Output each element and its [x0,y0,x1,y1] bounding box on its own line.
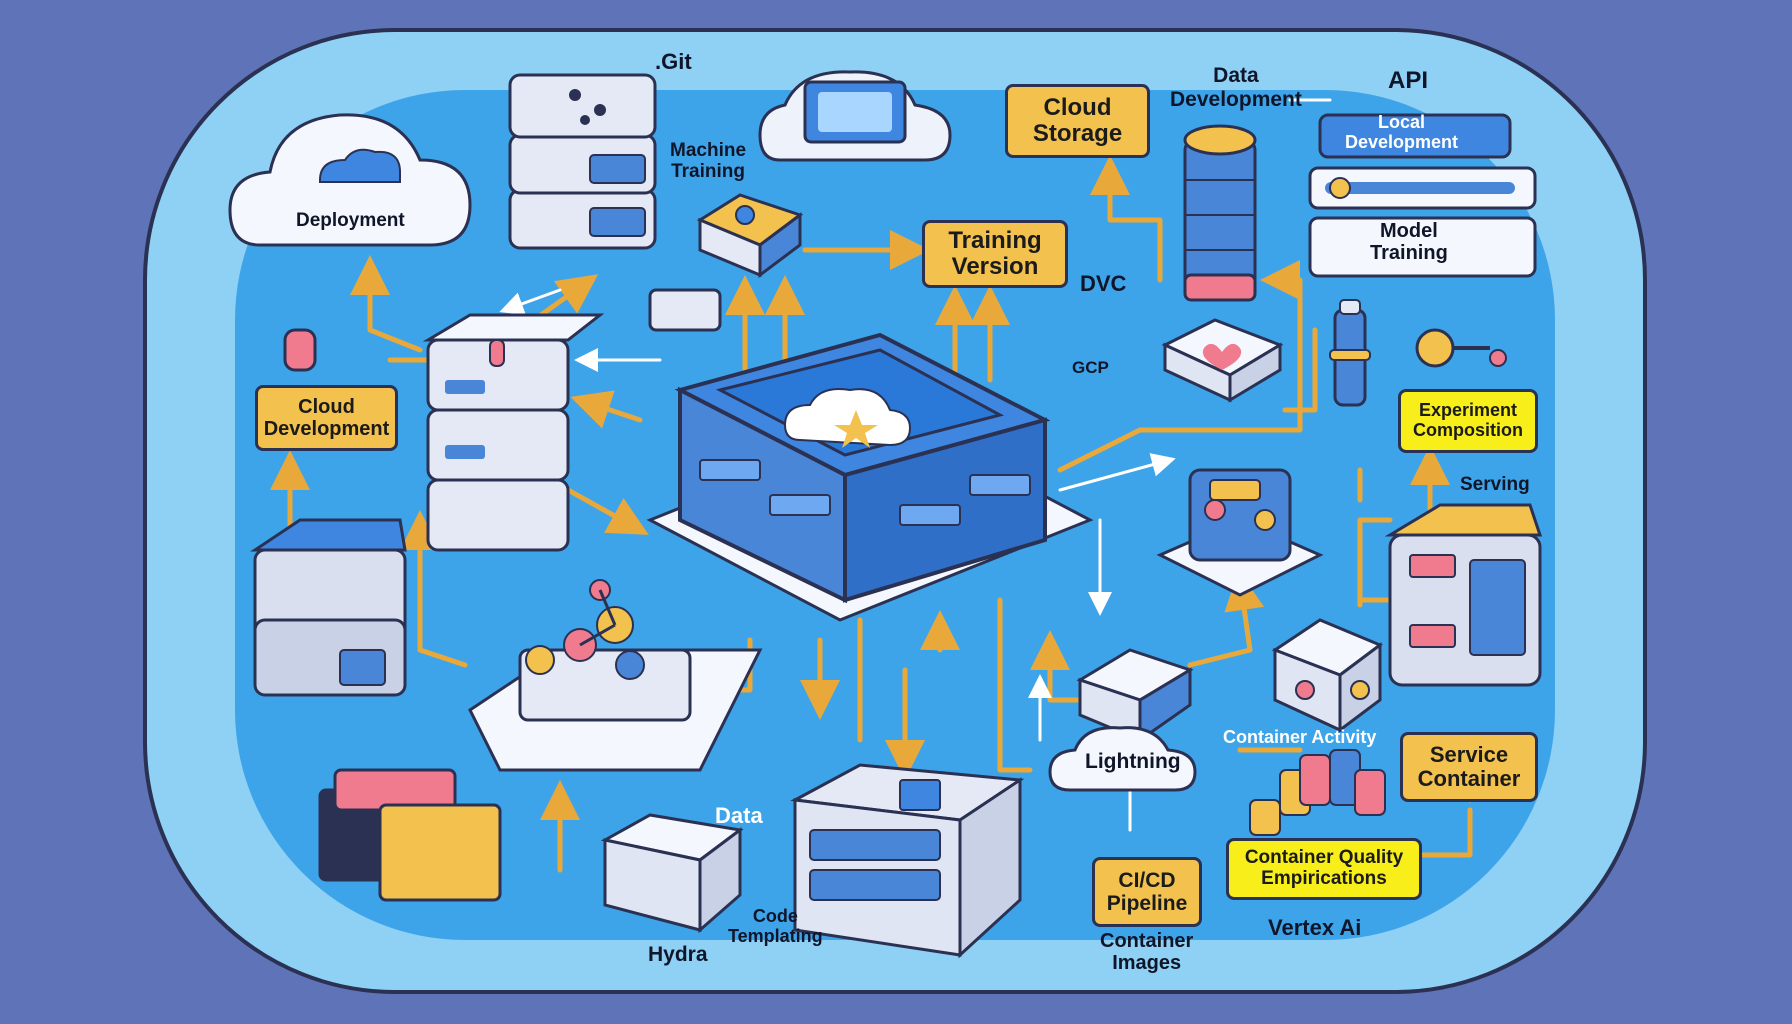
label-lightning: Lightning [1085,750,1181,773]
label-training-version: Training Version [922,220,1068,288]
label-experiment-composition: Experiment Composition [1398,389,1538,453]
bottom-server [790,763,1025,959]
deployment-cloud [228,113,472,247]
pill-icon [283,328,317,372]
label-code-templating: Code Templating [728,906,823,947]
barrels-cluster [1249,749,1386,836]
label-model-training: Model Training [1370,220,1448,265]
label-gcp: GCP [1072,358,1109,377]
right-ui-panels [1308,113,1537,278]
cloud-device [758,70,952,162]
lightning-cloud [1048,726,1197,792]
label-serving: Serving [1460,474,1530,495]
label-container-activity: Container Activity [1223,727,1377,747]
git-server-stack [508,73,657,250]
container-cube [1271,618,1383,733]
label-container-quality: Container Quality Empirications [1226,838,1422,900]
central-hub [646,332,1094,622]
label-hydra: Hydra [648,943,708,966]
label-data: Data [715,803,763,828]
heart-box [1161,318,1284,403]
label-dvc: DVC [1080,271,1127,296]
label-cicd-pipeline: CI/CD Pipeline [1092,857,1202,927]
connector-plug [1329,299,1371,407]
label-cloud-development: Cloud Development [255,385,398,451]
lower-left-cube [250,518,407,697]
label-cloud-storage: Cloud Storage [1005,84,1150,158]
label-machine-training: Machine Training [670,140,747,183]
small-display-icon [648,288,722,332]
bug-device [1156,468,1324,597]
label-local-development: Local Development [1345,112,1459,153]
label-service-container: Service Container [1400,732,1538,802]
label-api: API [1388,67,1429,94]
label-git: .Git [655,49,692,74]
molecule-tray [468,579,763,772]
machine-training-device [696,193,804,278]
white-connectors [499,98,1332,832]
left-server-tower [422,313,605,552]
label-deployment: Deployment [296,210,405,231]
label-data-development: Data Development [1170,64,1302,111]
colorful-boxes [318,768,502,902]
hydra-box [600,813,744,934]
serving-rack [1384,503,1543,687]
key-icon [1415,328,1507,368]
label-container-images: Container Images [1100,930,1194,975]
data-development-cylinder [1183,124,1257,302]
label-vertex-ai: Vertex Ai [1268,915,1362,940]
